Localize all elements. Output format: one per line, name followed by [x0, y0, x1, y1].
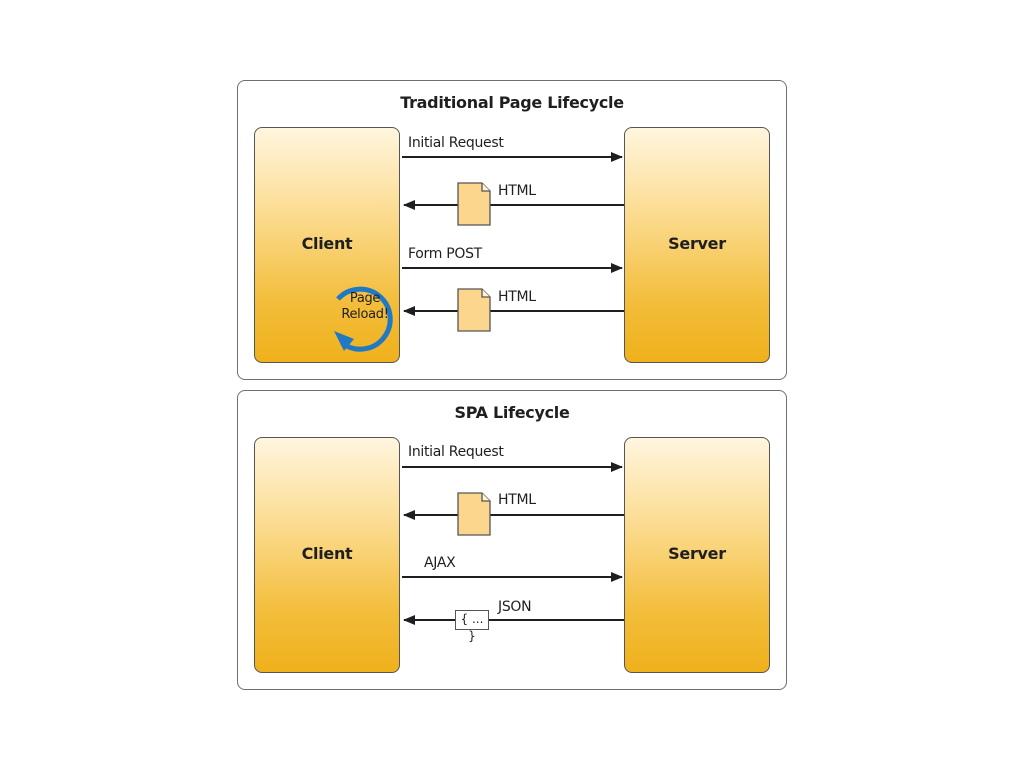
- html-label: HTML: [498, 492, 536, 508]
- client-label: Client: [301, 234, 353, 253]
- document-icon: [457, 288, 491, 332]
- ajax-label: AJAX: [424, 555, 456, 571]
- initial-request-label: Initial Request: [408, 135, 504, 151]
- arrows-layer: [334, 152, 624, 352]
- json-icon: { ... }: [455, 610, 489, 643]
- html-label: HTML: [498, 289, 536, 305]
- server-box: Server: [624, 437, 770, 673]
- html-label: HTML: [498, 183, 536, 199]
- panel-title: SPA Lifecycle: [454, 403, 570, 422]
- spa-lifecycle-panel: SPA Lifecycle Client Server Initial Requ…: [237, 390, 787, 690]
- client-label: Client: [301, 544, 353, 563]
- server-box: Server: [624, 127, 770, 363]
- traditional-lifecycle-panel: Traditional Page Lifecycle Client Server: [237, 80, 787, 380]
- reload-line-1: Page: [349, 291, 381, 306]
- arrows-layer: [402, 462, 624, 625]
- json-label: JSON: [498, 599, 532, 615]
- server-label: Server: [668, 544, 726, 563]
- form-post-label: Form POST: [408, 246, 482, 262]
- initial-request-label: Initial Request: [408, 444, 504, 460]
- refresh-cycle-icon: [334, 286, 393, 352]
- document-icon: [457, 492, 491, 536]
- page-reload-label: Page Reload!: [338, 291, 392, 323]
- server-label: Server: [668, 234, 726, 253]
- client-box: Client: [254, 437, 400, 673]
- reload-line-2: Reload!: [341, 307, 389, 322]
- client-box: Client: [254, 127, 400, 363]
- panel-title: Traditional Page Lifecycle: [400, 93, 624, 112]
- document-icon: [457, 182, 491, 226]
